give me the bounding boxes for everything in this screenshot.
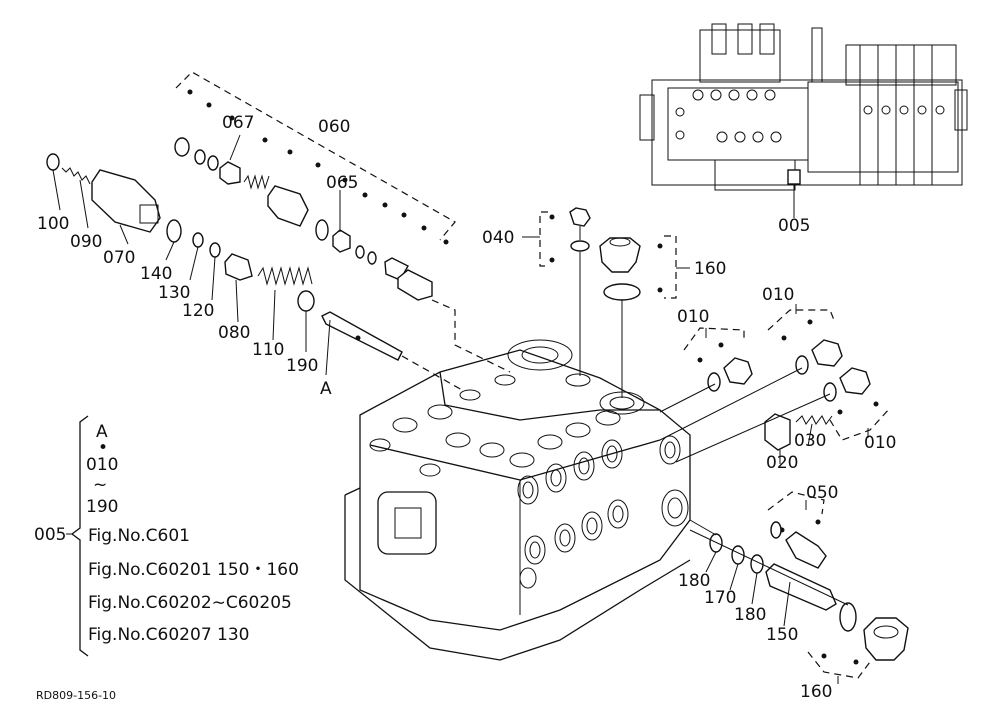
callout-080: 080 [218,323,250,343]
legend-line-3: 010 [86,455,118,475]
callout-180-right: 180 [734,605,766,625]
legend-line-1: A [96,422,108,442]
callout-060: 060 [318,117,350,137]
callout-070: 070 [103,248,135,268]
legend-line-4: ~ [93,475,107,495]
callout-020: 020 [766,453,798,473]
callout-180-left: 180 [678,571,710,591]
callout-140: 140 [140,264,172,284]
callout-170: 170 [704,588,736,608]
callout-160-top: 160 [694,259,726,279]
legend-bracket [66,415,89,657]
legend-line-8: Fig.No.C60202∼C60205 [88,593,292,613]
callout-labels: 067 060 065 100 090 070 140 130 120 080 … [37,113,896,702]
legend: 005 A • 010 ~ 190 Fig.No.C601 Fig.No.C60… [34,422,299,645]
callout-110: 110 [252,340,284,360]
callout-040: 040 [482,228,514,248]
legend-line-7: Fig.No.C60201 150・160 [88,560,299,580]
relief-valve-parts [46,71,511,391]
callout-010-top: 010 [762,285,794,305]
callout-005-inset: 005 [778,216,810,236]
callout-100: 100 [37,214,69,234]
drawing-code: RD809-156-10 [36,689,116,702]
assembled-valve-inset [639,23,968,218]
plug-parts-top [522,207,690,398]
callout-120: 120 [182,301,214,321]
callout-A: A [320,379,332,399]
legend-line-2: • [98,438,108,458]
callout-030: 030 [794,431,826,451]
plug-parts-right [659,304,891,464]
legend-line-5: 190 [86,497,118,517]
valve-body [344,339,691,661]
legend-line-9: Fig.No.C60207 130 [88,625,249,645]
callout-160-bottom: 160 [800,682,832,702]
legend-line-6: Fig.No.C601 [88,526,190,546]
callout-010-left: 010 [677,307,709,327]
callout-130: 130 [158,283,190,303]
callout-090: 090 [70,232,102,252]
callout-190: 190 [286,356,318,376]
callout-050: 050 [806,483,838,503]
callout-150: 150 [766,625,798,645]
spool-parts [689,491,909,684]
callout-010-right: 010 [864,433,896,453]
callout-067: 067 [222,113,254,133]
legend-ref: 005 [34,525,66,545]
callout-065: 065 [326,173,358,193]
